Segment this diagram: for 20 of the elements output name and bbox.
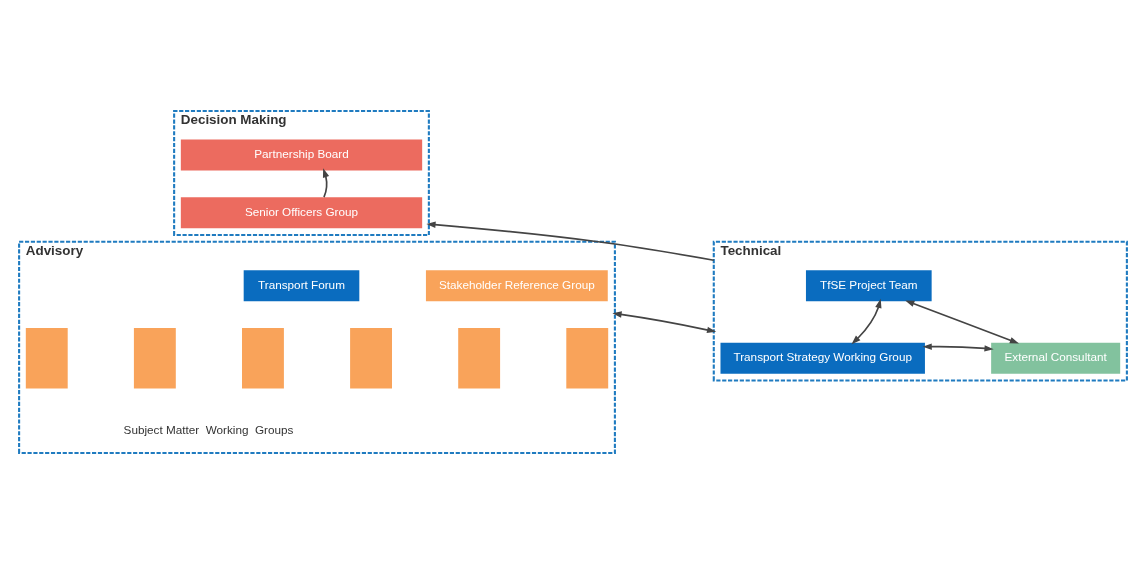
node-box — [350, 328, 392, 389]
node-box: Partnership Board — [180, 139, 423, 171]
arrow — [322, 168, 330, 198]
node-box: Transport Strategy Working Group — [720, 342, 925, 374]
arrow — [851, 298, 882, 345]
arrow — [905, 300, 1020, 344]
node-box — [566, 328, 609, 389]
node-box — [133, 328, 176, 389]
node-box — [458, 328, 501, 389]
node-box — [25, 328, 68, 389]
node-box: TfSE Project Team — [805, 270, 932, 302]
label: Subject Matter Working Groups — [123, 422, 294, 436]
arrow — [922, 343, 994, 352]
node-box: Transport Forum — [243, 270, 360, 302]
node-box: Senior Officers Group — [180, 197, 423, 229]
node-box: External Consultant — [991, 342, 1121, 374]
node-box — [242, 328, 284, 389]
arrow — [426, 221, 715, 262]
node-box: Stakeholder Reference Group — [425, 270, 608, 302]
arrow — [612, 311, 717, 334]
